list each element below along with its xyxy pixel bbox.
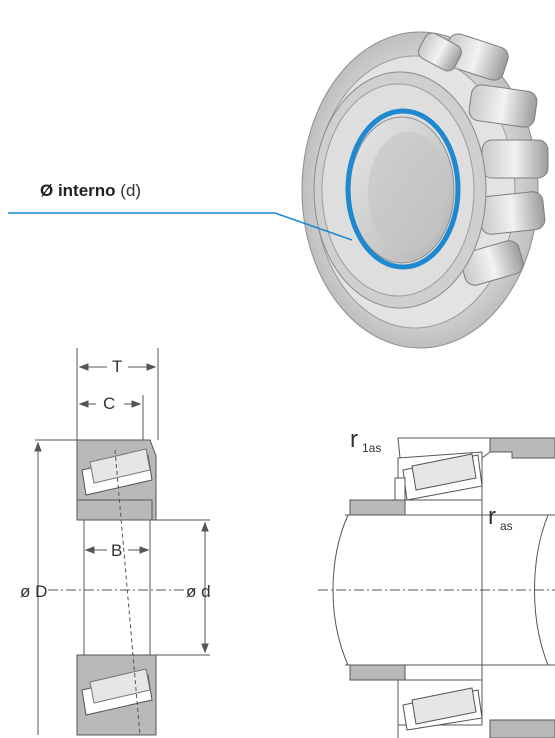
dimension-T: T	[112, 357, 122, 376]
bearing-illustration	[301, 31, 549, 349]
dimension-inner-diameter: ø d	[186, 582, 211, 601]
inner-diameter-highlight	[345, 108, 461, 270]
dimension-B: B	[111, 541, 122, 560]
inner-diameter-label-text: Ø interno	[40, 181, 116, 200]
svg-text:r: r	[488, 503, 496, 530]
callout-line	[8, 212, 353, 241]
svg-text:1as: 1as	[362, 441, 381, 455]
dimension-C: C	[103, 394, 115, 413]
inner-diameter-label-symbol: (d)	[120, 181, 142, 200]
mounting-drawing	[318, 437, 555, 738]
svg-text:as: as	[500, 519, 513, 533]
fillet-label-r1as: r 1as	[350, 426, 381, 455]
fillet-label-ras: r as	[488, 503, 513, 533]
svg-text:r: r	[350, 426, 358, 453]
inner-diameter-label: Ø interno (d)	[40, 181, 141, 201]
dimension-outer-diameter: ø D	[20, 582, 47, 601]
section-drawing	[34, 348, 210, 736]
roller-set	[418, 32, 549, 286]
